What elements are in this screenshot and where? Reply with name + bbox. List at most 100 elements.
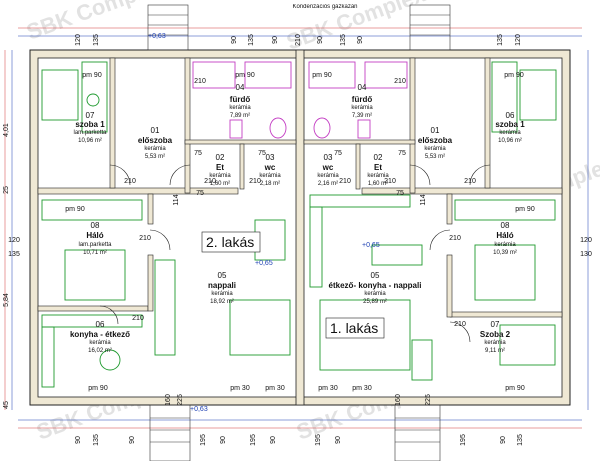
pm-label: pm 90	[312, 72, 332, 79]
svg-text:10,71 m²: 10,71 m²	[83, 250, 107, 256]
svg-text:lam.parketta: lam.parketta	[78, 242, 112, 248]
room-r-halo: 08 Háló kerámia 10,39 m²	[493, 221, 517, 256]
svg-text:05: 05	[218, 271, 227, 280]
svg-text:4,01: 4,01	[3, 123, 10, 137]
room-l-szoba1: 07 szoba 1 lam.parketta 10,96 m²	[73, 111, 107, 144]
svg-text:előszoba: előszoba	[418, 136, 453, 145]
svg-text:kerámia: kerámia	[317, 173, 339, 179]
svg-text:fürdő: fürdő	[230, 95, 251, 104]
room-r-furdo: 04 fürdő kerámia 7,39 m²	[351, 83, 373, 119]
svg-text:wc: wc	[264, 163, 276, 172]
svg-text:03: 03	[266, 153, 275, 162]
svg-text:kerámia: kerámia	[229, 105, 251, 111]
svg-text:1,60 m²: 1,60 m²	[210, 181, 230, 187]
svg-text:75: 75	[194, 150, 202, 157]
svg-text:9,11 m²: 9,11 m²	[485, 348, 505, 354]
pm-label: pm 30	[230, 385, 250, 392]
svg-text:konyha - étkező: konyha - étkező	[70, 330, 130, 339]
svg-text:kerámia: kerámia	[211, 291, 233, 297]
right-dimensions: 120 130	[580, 237, 592, 258]
svg-text:210: 210	[454, 321, 466, 328]
svg-text:5,53 m²: 5,53 m²	[145, 154, 165, 160]
svg-text:kerámia: kerámia	[364, 291, 386, 297]
pm-label: pm 30	[318, 385, 338, 392]
room-r-et: 02 Et kerámia 1,60 m²	[367, 153, 389, 187]
room-r-szoba2: 07 Szoba 2 kerámia 9,11 m²	[480, 320, 511, 354]
svg-text:kerámia: kerámia	[89, 340, 111, 346]
pm-label: pm 90	[88, 385, 108, 392]
svg-text:135: 135	[8, 251, 20, 258]
outer-walls	[29, 49, 571, 406]
watermark-text: SBK Complex Kft	[23, 0, 203, 45]
svg-text:90: 90	[129, 436, 136, 444]
svg-text:120: 120	[75, 34, 82, 46]
svg-text:135: 135	[497, 34, 504, 46]
svg-text:5,84: 5,84	[3, 293, 10, 307]
svg-text:Et: Et	[374, 163, 382, 172]
pm-label: pm 90	[82, 72, 102, 79]
top-entrances	[147, 4, 451, 461]
apartment-1-label: 1. lakás	[330, 320, 378, 336]
svg-text:kerámia: kerámia	[484, 340, 506, 346]
svg-text:210: 210	[132, 315, 144, 322]
svg-text:210: 210	[194, 78, 206, 85]
svg-text:90: 90	[272, 36, 279, 44]
svg-text:2,16 m²: 2,16 m²	[318, 181, 338, 187]
furniture	[41, 61, 557, 388]
svg-text:135: 135	[93, 34, 100, 46]
pm-label: pm 90	[65, 206, 85, 213]
svg-text:90: 90	[75, 436, 82, 444]
svg-text:210: 210	[139, 235, 151, 242]
svg-text:75: 75	[398, 150, 406, 157]
left-dimensions: 4,01 25 5,84 45 120 135	[3, 123, 20, 409]
svg-text:195: 195	[250, 434, 257, 446]
pm-label: pm 90	[505, 385, 525, 392]
boiler-label: Kondenzációs gázkazán	[292, 4, 357, 10]
pm-label: pm 30	[352, 385, 372, 392]
svg-text:45: 45	[3, 401, 10, 409]
svg-text:Szoba 2: Szoba 2	[480, 330, 511, 339]
pm-label: pm 30	[265, 385, 285, 392]
svg-text:90: 90	[231, 36, 238, 44]
svg-text:1,60 m²: 1,60 m²	[368, 181, 388, 187]
svg-text:114: 114	[173, 194, 180, 205]
apartment-2-label: 2. lakás	[206, 234, 254, 250]
room-l-nappali: 05 nappali kerámia 18,92 m²	[208, 271, 236, 305]
svg-text:130: 130	[580, 251, 592, 258]
svg-text:kerámia: kerámia	[144, 146, 166, 152]
svg-text:210: 210	[464, 178, 476, 185]
room-r-szoba1: 06 szoba 1 kerámia 10,96 m²	[495, 111, 525, 144]
svg-text:kerámia: kerámia	[424, 146, 446, 152]
doors	[99, 164, 491, 343]
svg-text:25: 25	[3, 186, 10, 194]
svg-text:16,02 m²: 16,02 m²	[88, 348, 112, 354]
svg-text:210: 210	[249, 178, 261, 185]
svg-text:nappali: nappali	[208, 281, 236, 290]
svg-text:160: 160	[395, 394, 402, 406]
room-l-konyha: 06 konyha - étkező kerámia 16,02 m²	[70, 320, 130, 354]
svg-text:07: 07	[86, 111, 95, 120]
svg-text:210: 210	[449, 235, 461, 242]
svg-text:90: 90	[220, 436, 227, 444]
svg-text:75: 75	[196, 190, 204, 197]
svg-text:75: 75	[258, 150, 266, 157]
level-right-living: +0,65	[362, 242, 380, 249]
svg-text:90: 90	[317, 36, 324, 44]
svg-text:90: 90	[270, 436, 277, 444]
level-left-living: +0,65	[255, 260, 273, 267]
level-bottom: +0,63	[190, 406, 208, 413]
pm-label: pm 90	[515, 206, 535, 213]
room-l-wc: 03 wc kerámia 2,18 m²	[259, 153, 281, 187]
svg-text:Háló: Háló	[496, 231, 513, 240]
room-r-wc: 03 wc kerámia 2,16 m²	[317, 153, 339, 187]
svg-text:210: 210	[394, 78, 406, 85]
svg-text:05: 05	[371, 271, 380, 280]
bottom-dimensions: 90 135 90 160 225 195 90 195 90 195 90 1…	[75, 394, 524, 446]
svg-text:kerámia: kerámia	[209, 173, 231, 179]
room-r-etkezo: 05 étkező- konyha - nappali kerámia 25,8…	[329, 271, 422, 305]
svg-text:10,96 m²: 10,96 m²	[78, 138, 102, 144]
svg-text:06: 06	[506, 111, 515, 120]
svg-text:135: 135	[517, 434, 524, 446]
svg-text:160: 160	[165, 394, 172, 406]
svg-text:wc: wc	[322, 163, 334, 172]
